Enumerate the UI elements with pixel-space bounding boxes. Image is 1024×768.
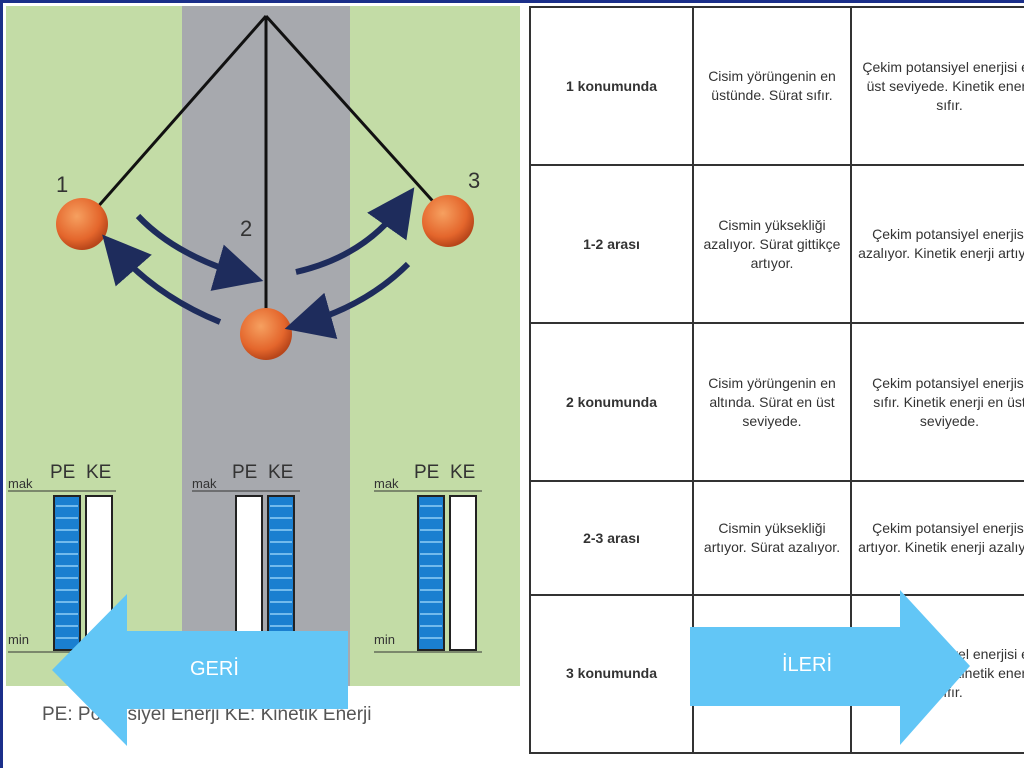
min-label: min (374, 632, 395, 647)
row-energy: Çekim potansiyel enerjisi azalıyor. Kine… (850, 164, 1024, 325)
table-row: 1 konumunda Cisim yörüngenin en üstünde.… (529, 5, 1024, 167)
arrow-left-up-icon (102, 234, 222, 325)
table-row: 2 konumunda Cisim yörüngenin en altında.… (529, 322, 1024, 483)
row-motion: Cisim yörüngenin en üstünde. Sürat sıfır… (692, 5, 852, 167)
back-button[interactable]: GERİ (50, 594, 350, 746)
pe-bar (235, 495, 263, 651)
energy-bars-position-2: mak PE KE (192, 462, 300, 653)
max-label: mak (8, 476, 33, 491)
back-button-label: GERİ (190, 658, 239, 680)
position-label-3: 3 (468, 168, 480, 193)
row-position: 1-2 arası (529, 164, 694, 325)
energy-info-table: 1 konumunda Cisim yörüngenin en üstünde.… (529, 5, 1024, 755)
ke-label: KE (268, 462, 293, 483)
string-position-1 (86, 15, 268, 219)
arrow-right-down-icon (135, 213, 264, 291)
row-position: 3 konumunda (529, 593, 694, 755)
arrow-left-down-icon (284, 261, 411, 339)
pe-label: PE (50, 462, 75, 483)
pe-bar (417, 495, 445, 651)
row-energy: Çekim potansiyel enerjisi artıyor. Kinet… (850, 480, 1024, 596)
ke-label: KE (450, 462, 475, 483)
arrow-right-icon (690, 590, 970, 745)
table-row: 2-3 arası Cismin yüksekliği artıyor. Sür… (529, 480, 1024, 596)
arrow-right-up-icon (295, 187, 415, 275)
ke-bar (449, 495, 477, 651)
ball-position-1 (56, 198, 108, 250)
max-label: mak (192, 476, 217, 491)
ke-label: KE (86, 462, 111, 483)
row-position: 1 konumunda (529, 5, 694, 167)
pe-bar (53, 495, 81, 651)
row-energy: Çekim potansiyel enerjisi sıfır. Kinetik… (850, 322, 1024, 483)
min-label: min (8, 632, 29, 647)
energy-bars-position-3: mak PE KE min (374, 462, 482, 653)
row-motion: Cisim yörüngenin en altında. Sürat en üs… (692, 322, 852, 483)
row-energy: Çekim potansiyel enerjisi en üst seviyed… (850, 5, 1024, 167)
position-label-1: 1 (56, 172, 68, 197)
pendulum-diagram: 1 2 3 mak PE KE min mak PE KE mak PE (6, 6, 520, 746)
row-motion: Cismin yüksekliği azalıyor. Sürat gittik… (692, 164, 852, 325)
ball-position-2 (240, 308, 292, 360)
row-motion: Cismin yüksekliği artıyor. Sürat azalıyo… (692, 480, 852, 596)
string-position-3 (264, 14, 450, 220)
max-label: mak (374, 476, 399, 491)
row-position: 2 konumunda (529, 322, 694, 483)
next-button-label: İLERİ (782, 654, 833, 676)
position-label-2: 2 (240, 216, 252, 241)
arrow-left-icon (52, 594, 348, 746)
pe-label: PE (232, 462, 257, 483)
pendulum-illustration: 1 2 3 mak PE KE min mak PE KE mak PE (6, 6, 520, 725)
table-row: 1-2 arası Cismin yüksekliği azalıyor. Sü… (529, 164, 1024, 325)
bar-stripes (56, 505, 442, 639)
ball-position-3 (422, 195, 474, 247)
energy-info-table-container: 1 konumunda Cisim yörüngenin en üstünde.… (529, 5, 1024, 755)
pe-label: PE (414, 462, 439, 483)
row-position: 2-3 arası (529, 480, 694, 596)
next-button[interactable]: İLERİ (690, 590, 972, 745)
energy-bars-position-1: mak PE KE min (8, 462, 116, 653)
